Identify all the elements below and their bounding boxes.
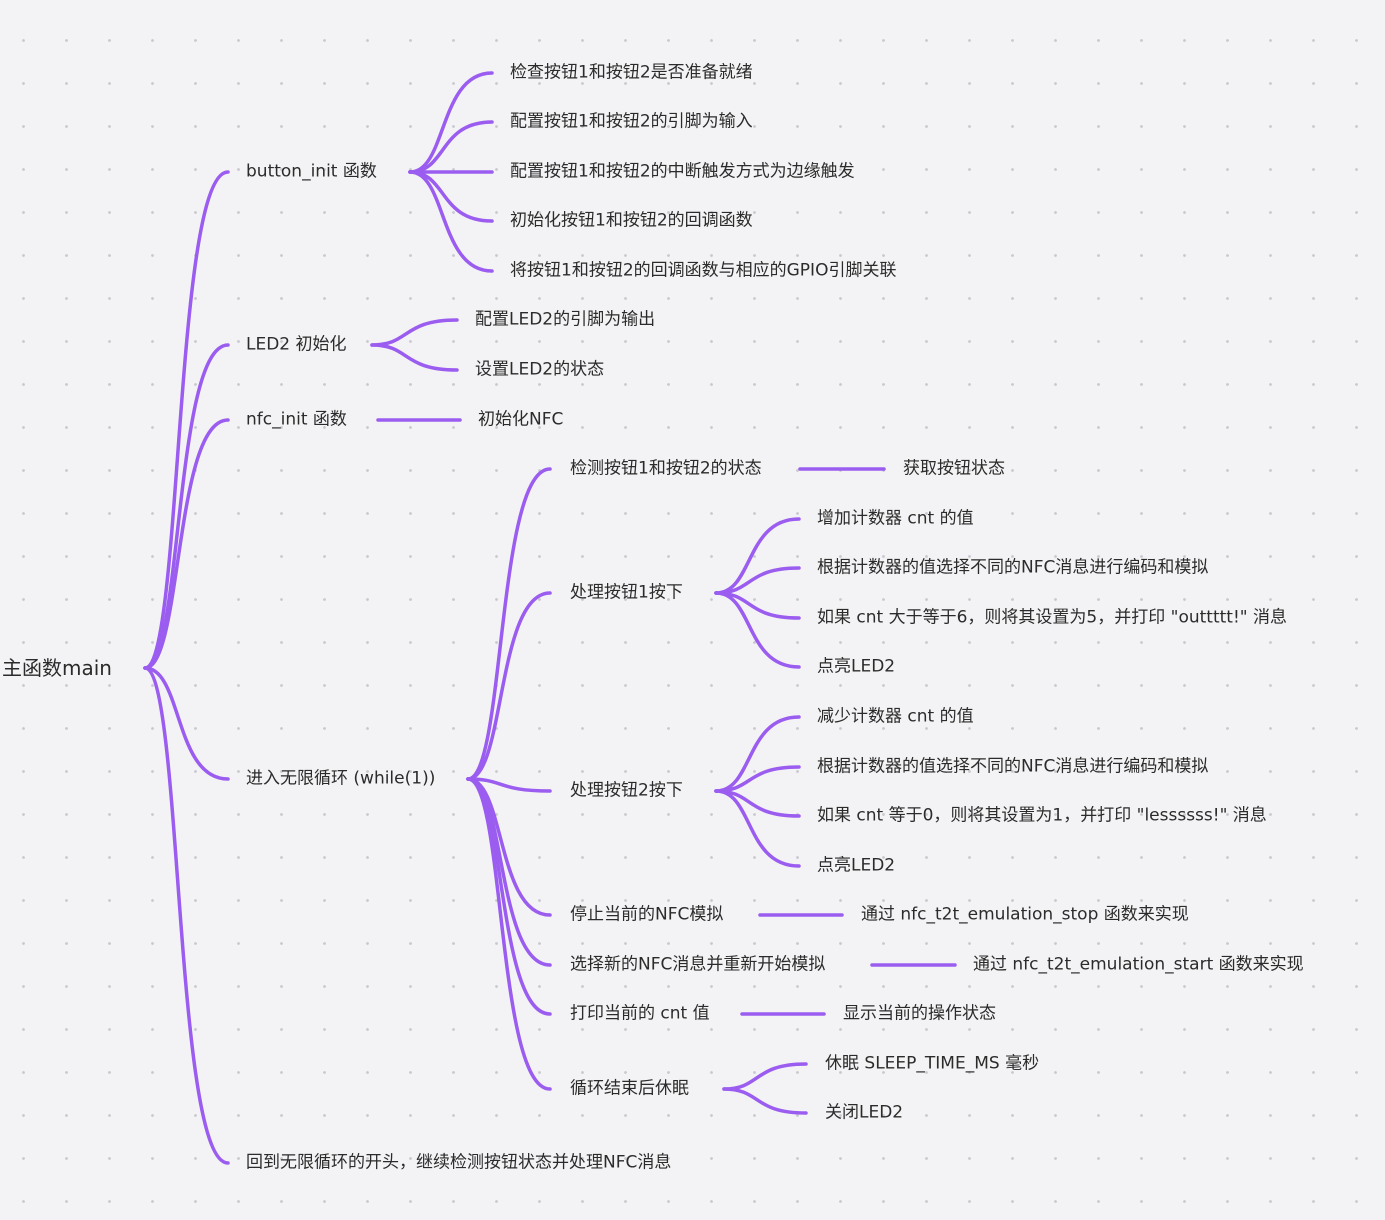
node-check-buttons-ready[interactable]: 检查按钮1和按钮2是否准备就绪 [510, 62, 753, 83]
connector-line [370, 318, 459, 347]
node-configure-button-input[interactable]: 配置按钮1和按钮2的引脚为输入 [510, 111, 753, 132]
node-configure-interrupt[interactable]: 配置按钮1和按钮2的中断触发方式为边缘触发 [510, 161, 855, 182]
node-show-status[interactable]: 显示当前的操作状态 [843, 1003, 996, 1024]
node-light-led2-1[interactable]: 点亮LED2 [817, 656, 896, 677]
connector-line [466, 777, 552, 793]
node-link-callbacks-gpio[interactable]: 将按钮1和按钮2的回调函数与相应的GPIO引脚关联 [510, 260, 897, 281]
connector-line [714, 517, 801, 595]
node-set-led2-state[interactable]: 设置LED2的状态 [475, 359, 605, 380]
node-turn-off-led2[interactable]: 关闭LED2 [825, 1102, 904, 1123]
node-get-button-state[interactable]: 获取按钮状态 [903, 458, 1005, 479]
node-handle-button2[interactable]: 处理按钮2按下 [570, 780, 683, 801]
node-stop-nfc-emulation[interactable]: 停止当前的NFC模拟 [570, 904, 724, 925]
node-button-init[interactable]: button_init 函数 [246, 161, 377, 182]
connector-line [408, 170, 494, 273]
connector-line [714, 715, 801, 793]
connector-line [370, 343, 459, 372]
connector-line [408, 71, 494, 174]
node-led2-init[interactable]: LED2 初始化 [246, 334, 347, 355]
node-init-nfc[interactable]: 初始化NFC [478, 409, 564, 430]
node-decrease-cnt[interactable]: 减少计数器 cnt 的值 [817, 706, 974, 727]
node-nfc-init[interactable]: nfc_init 函数 [246, 409, 347, 430]
connector-line [466, 591, 552, 781]
node-init-callbacks[interactable]: 初始化按钮1和按钮2的回调函数 [510, 210, 753, 231]
node-sleep-after-loop[interactable]: 循环结束后休眠 [570, 1078, 689, 1099]
connector-line [143, 418, 230, 670]
node-sleep-ms[interactable]: 休眠 SLEEP_TIME_MS 毫秒 [825, 1053, 1040, 1074]
connector-line [143, 666, 230, 1165]
connector-line [722, 1087, 808, 1115]
node-infinite-loop[interactable]: 进入无限循环 (while(1)) [246, 768, 436, 789]
node-detect-buttons[interactable]: 检测按钮1和按钮2的状态 [570, 458, 762, 479]
node-increase-cnt[interactable]: 增加计数器 cnt 的值 [817, 508, 974, 529]
connector-line [714, 591, 801, 669]
root-node-main[interactable]: 主函数main [2, 656, 112, 680]
node-emulation-start-function[interactable]: 通过 nfc_t2t_emulation_start 函数来实现 [973, 954, 1304, 975]
node-emulation-stop-function[interactable]: 通过 nfc_t2t_emulation_stop 函数来实现 [861, 904, 1189, 925]
connector-line [466, 777, 552, 1091]
node-restart-emulation[interactable]: 选择新的NFC消息并重新开始模拟 [570, 954, 826, 975]
connector-line [722, 1062, 808, 1091]
node-print-cnt[interactable]: 打印当前的 cnt 值 [570, 1003, 710, 1024]
connector-line [408, 170, 494, 223]
connector-line [143, 170, 230, 670]
node-light-led2-2[interactable]: 点亮LED2 [817, 855, 896, 876]
connector-line [408, 120, 494, 174]
node-configure-led2-output[interactable]: 配置LED2的引脚为输出 [475, 309, 656, 330]
node-select-nfc-message-2[interactable]: 根据计数器的值选择不同的NFC消息进行编码和模拟 [817, 756, 1209, 777]
node-cnt-upper-limit[interactable]: 如果 cnt 大于等于6，则将其设置为5，并打印 "outtttt!" 消息 [817, 607, 1287, 628]
node-return-to-loop[interactable]: 回到无限循环的开头，继续检测按钮状态并处理NFC消息 [246, 1152, 672, 1173]
node-cnt-lower-limit[interactable]: 如果 cnt 等于0，则将其设置为1，并打印 "lessssss!" 消息 [817, 805, 1267, 826]
connector-line [714, 789, 801, 868]
node-handle-button1[interactable]: 处理按钮1按下 [570, 582, 683, 603]
connector-line [143, 666, 230, 781]
node-select-nfc-message-1[interactable]: 根据计数器的值选择不同的NFC消息进行编码和模拟 [817, 557, 1209, 578]
connector-line [466, 467, 552, 781]
